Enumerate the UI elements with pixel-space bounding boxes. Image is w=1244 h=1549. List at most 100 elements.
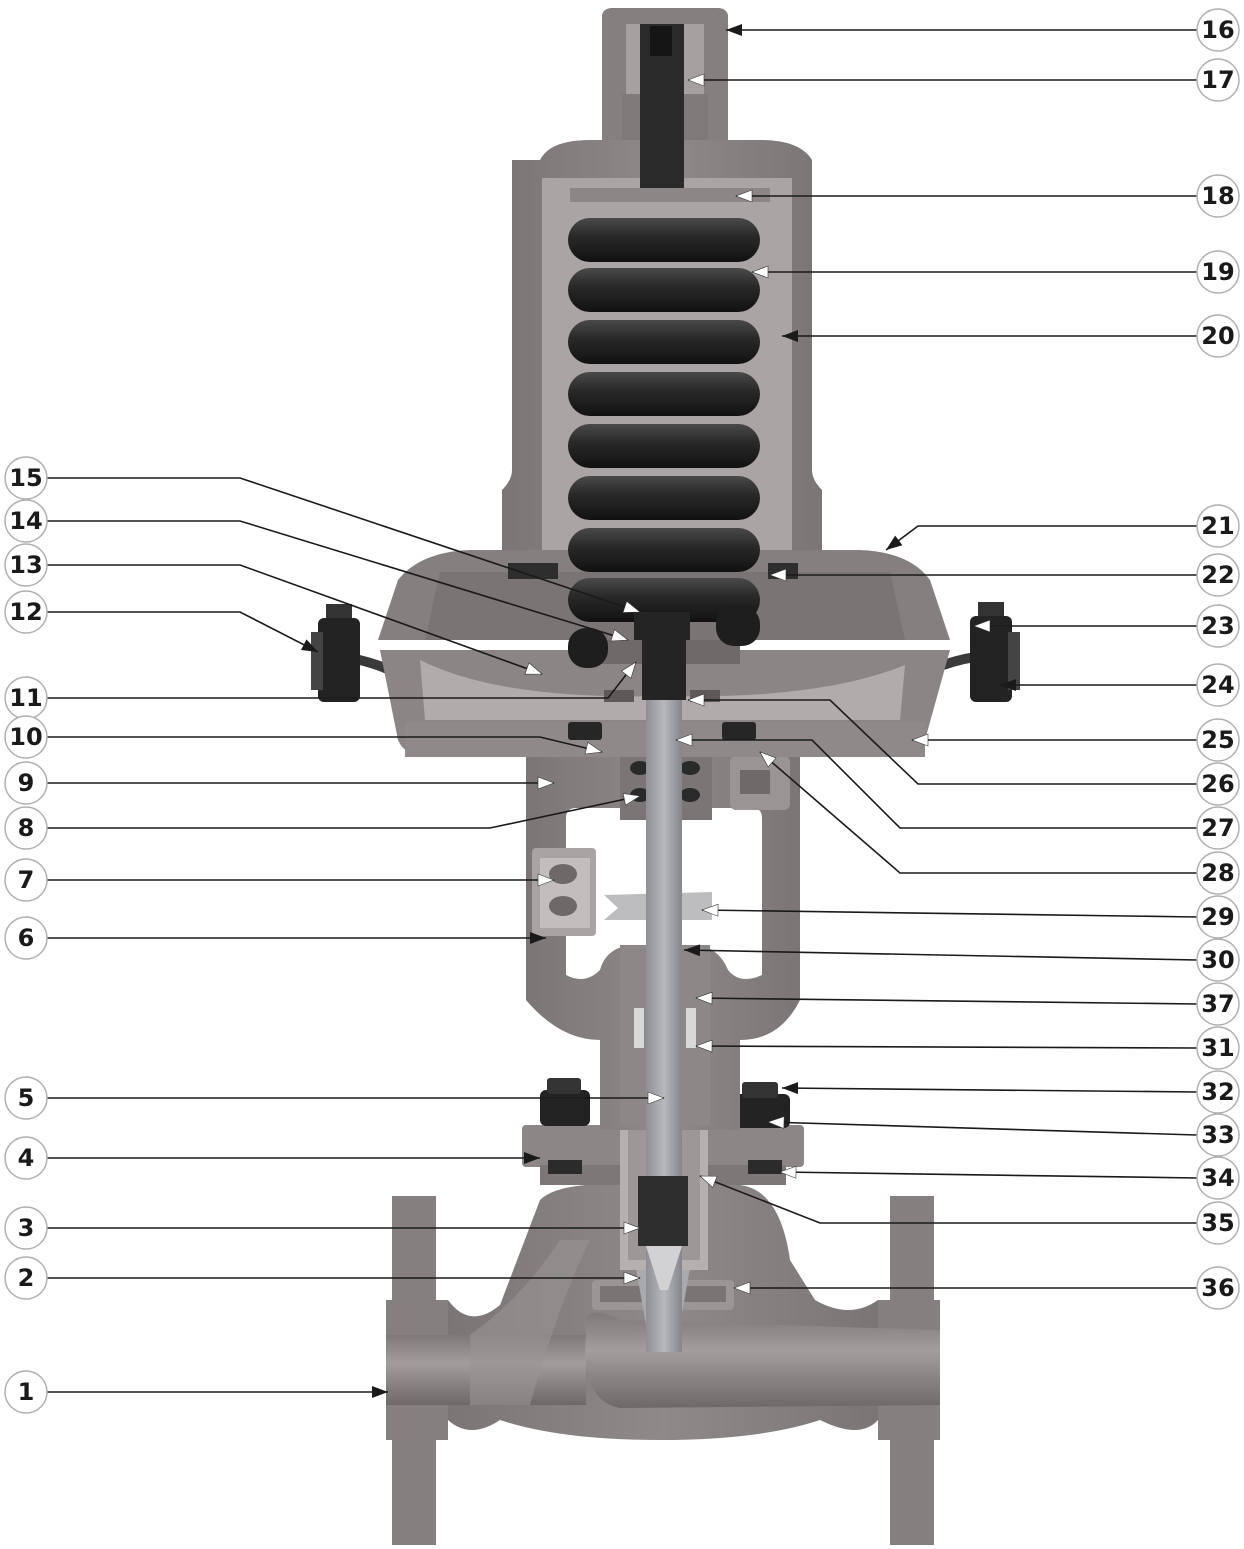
arrow-head [610, 629, 629, 642]
callout-circle [4, 456, 48, 500]
callout-circle [1196, 1201, 1240, 1245]
callout-number: 3 [18, 1214, 35, 1242]
leader-line [47, 736, 603, 753]
arrow-head [647, 1091, 665, 1105]
spring-coil [568, 424, 760, 468]
callout-circle [1196, 762, 1240, 806]
arrow-head [537, 776, 555, 790]
callout-number: 17 [1201, 66, 1234, 94]
callout-number: 37 [1201, 990, 1234, 1018]
callout-circle [1196, 1070, 1240, 1114]
callout-number: 16 [1201, 16, 1234, 44]
callout-number: 4 [18, 1144, 35, 1172]
callout-number: 28 [1201, 859, 1234, 887]
callout-circle [1196, 895, 1240, 939]
callout-number: 30 [1201, 946, 1234, 974]
callout-circle [1196, 553, 1240, 597]
arrow-head [886, 535, 903, 550]
callout-circle [1196, 982, 1240, 1026]
spring-coil-end [568, 628, 608, 668]
callout-number: 33 [1201, 1121, 1234, 1149]
leader-line [676, 739, 1197, 829]
arrow-head [751, 265, 769, 279]
leader-line [779, 1171, 1198, 1179]
callout-number: 6 [18, 924, 35, 952]
callout-circle [1196, 1026, 1240, 1070]
callout-number: 23 [1201, 612, 1234, 640]
callout-number: 5 [18, 1084, 35, 1112]
callout-number: 19 [1201, 258, 1234, 286]
callout-number: 1 [18, 1378, 35, 1406]
spring-coil [568, 218, 760, 262]
callout-circle [1196, 504, 1240, 548]
callout-circle [1196, 663, 1240, 707]
arrow-head [759, 751, 777, 768]
callout-number: 18 [1201, 182, 1234, 210]
callout-number: 10 [9, 723, 42, 751]
leader-line [47, 795, 641, 829]
callout-circle [4, 499, 48, 543]
callout-circle [1196, 314, 1240, 358]
callout-number: 22 [1201, 561, 1234, 589]
callout-circle [4, 543, 48, 587]
callout-circle [1196, 938, 1240, 982]
leader-line [695, 1045, 1198, 1049]
callout-circle [1196, 8, 1240, 52]
callout-circle [1196, 718, 1240, 762]
callout-circle [4, 1076, 48, 1120]
callout-circle [1196, 58, 1240, 102]
callout-circle [4, 916, 48, 960]
arrow-head [530, 932, 546, 944]
arrow-head [584, 741, 603, 755]
callout-circle [1196, 1156, 1240, 1200]
callout-number: 26 [1201, 770, 1234, 798]
arrow-head [782, 330, 798, 342]
valve-stem [604, 612, 720, 1352]
arrow-head [767, 1116, 785, 1129]
arrow-head [675, 733, 693, 747]
callout-number: 27 [1201, 814, 1234, 842]
arrow-head [620, 661, 637, 679]
callout-number: 29 [1201, 903, 1234, 931]
callout-circle [4, 806, 48, 850]
arrow-head [623, 1221, 641, 1235]
callout-number: 20 [1201, 322, 1234, 350]
arrow-head [733, 1281, 751, 1295]
callout-leaders [47, 24, 1198, 1398]
callout-labels: 1514131211109876543211617181920212223242… [4, 8, 1240, 1414]
callout-number: 34 [1201, 1164, 1234, 1192]
arrow-head [973, 619, 991, 633]
arrow-head [726, 24, 742, 36]
callout-circle [1196, 851, 1240, 895]
arrow-head [524, 662, 543, 675]
arrow-head [699, 1175, 718, 1188]
arrow-head [701, 903, 719, 917]
arrow-head [695, 1039, 713, 1053]
callout-number: 2 [18, 1264, 35, 1292]
spring-coil [568, 372, 760, 416]
leader-line [759, 751, 1197, 874]
arrow-head [623, 1271, 641, 1285]
callout-circle [4, 1136, 48, 1180]
callout-number: 13 [9, 551, 42, 579]
callout-number: 9 [18, 769, 35, 797]
arrow-head [769, 568, 787, 582]
spring-coil [568, 320, 760, 364]
arrow-head [735, 189, 753, 203]
arrow-head [301, 639, 318, 652]
callout-circle [4, 715, 48, 759]
callout-number: 15 [9, 464, 42, 492]
arrow-head [779, 1165, 797, 1179]
leader-line [683, 949, 1198, 961]
leader-line [699, 1175, 1197, 1224]
callout-circle [1196, 1113, 1240, 1157]
callout-circle [1196, 250, 1240, 294]
leader-line [767, 1121, 1198, 1136]
leader-line [885, 525, 1197, 551]
spring-coils [568, 218, 760, 668]
leader-line [688, 699, 1197, 785]
callout-circle [4, 1256, 48, 1300]
callout-circle [4, 761, 48, 805]
